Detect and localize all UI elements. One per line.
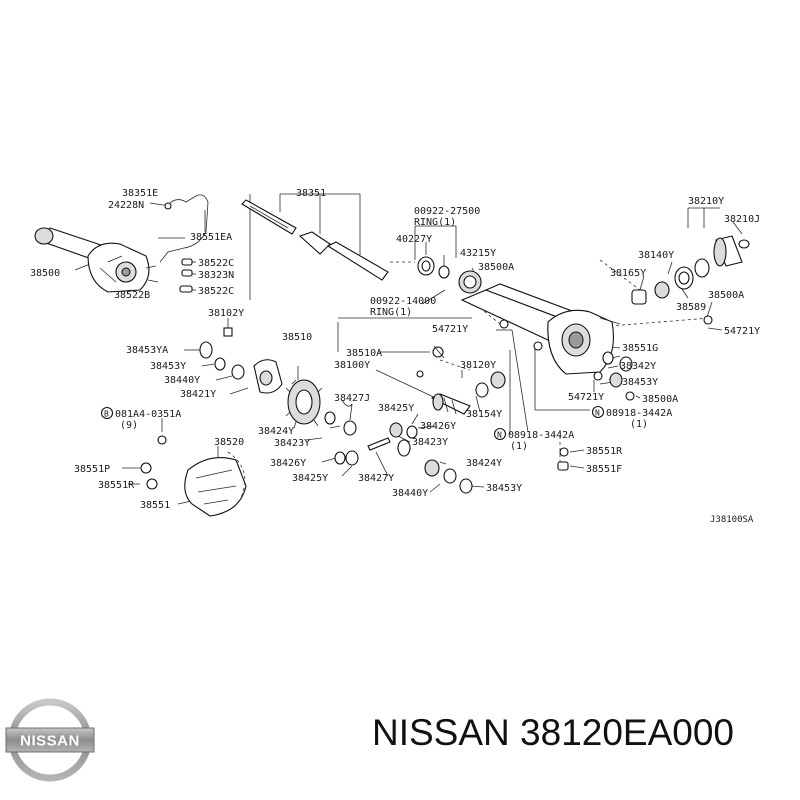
part-label: 38500A (642, 394, 678, 405)
part-label: 38453Y (486, 483, 522, 494)
part-label: 38500A (478, 262, 514, 273)
part-label: 38342Y (620, 361, 656, 372)
breather-tube (159, 194, 209, 263)
part-label: RING(1) (370, 307, 412, 318)
differential-left-parts (199, 327, 283, 394)
part-label: 38522B (114, 290, 150, 301)
part-label: 54721Y (432, 324, 468, 335)
ring-gear (285, 379, 323, 429)
part-labels: 38351E 24228N 38551EA 38522C 38323N 3852… (30, 188, 760, 525)
part-quantity: (9) (120, 420, 138, 431)
part-label: 08918-3442A (508, 430, 574, 441)
part-label: 38520 (214, 437, 244, 448)
part-label: 38210Y (688, 196, 724, 207)
drain-fill-plugs (557, 447, 569, 471)
part-label: RING(1) (414, 217, 456, 228)
part-label: 38425Y (378, 403, 414, 414)
part-label: 38551EA (190, 232, 232, 243)
part-label: 38589 (676, 302, 706, 313)
part-label: 00922-14000 (370, 296, 436, 307)
part-label: 43215Y (460, 248, 496, 259)
part-label: 38165Y (610, 268, 646, 279)
part-label: 38522C (198, 286, 234, 297)
part-label: 38426Y (420, 421, 456, 432)
hose-clips (145, 258, 193, 293)
part-label: 38323N (198, 270, 234, 281)
part-label: 54721Y (568, 392, 604, 403)
part-label: 24228N (108, 200, 144, 211)
part-quantity: (1) (510, 441, 528, 452)
circled-n-letter: N (497, 431, 502, 440)
logo-bar (5, 727, 95, 753)
nissan-logo: NISSAN (5, 698, 95, 782)
circled-n-symbol (493, 427, 507, 441)
part-label: 38551 (140, 500, 170, 511)
part-label: 38154Y (466, 409, 502, 420)
rear-cover (140, 435, 247, 517)
axle-shaft (241, 199, 389, 281)
part-label: 38423Y (412, 437, 448, 448)
part-label: 38421Y (180, 389, 216, 400)
part-label: 38120Y (460, 360, 496, 371)
part-label: 38100Y (334, 360, 370, 371)
circled-b-symbol (100, 406, 114, 420)
part-label: 38426Y (270, 458, 306, 469)
right-axle-housing (460, 283, 621, 375)
part-label: 38510A (346, 348, 382, 359)
part-label: 38440Y (164, 375, 200, 386)
breather-clip (164, 202, 172, 210)
part-label: 38424Y (258, 426, 294, 437)
circled-n-letter: N (595, 409, 600, 418)
part-label: 38551G (622, 343, 658, 354)
part-quantity: (1) (630, 419, 648, 430)
circled-b-letter: B (104, 410, 109, 419)
part-label: 38551R (586, 446, 623, 457)
parts (34, 194, 750, 517)
part-label: 38500 (30, 268, 60, 279)
part-label: 38551R (98, 480, 135, 491)
logo-text: NISSAN (20, 733, 80, 750)
part-number-caption: NISSAN 38120EA000 (372, 712, 735, 753)
right-side-bearings (593, 351, 635, 401)
part-label: 40227Y (396, 234, 432, 245)
pinion-flange (631, 235, 750, 325)
drive-pinion (430, 393, 471, 415)
pinion-bearings (416, 319, 543, 398)
part-label: 38427J (334, 393, 370, 404)
part-label: 08918-3442A (606, 408, 672, 419)
part-label: 38140Y (638, 250, 674, 261)
part-label: 54721Y (724, 326, 760, 337)
part-label: 38423Y (274, 438, 310, 449)
part-label: 38425Y (292, 473, 328, 484)
circled-n-symbol (591, 405, 605, 419)
part-label: 38453Y (150, 361, 186, 372)
drawing-code: J38100SA (710, 515, 754, 525)
part-label: 38440Y (392, 488, 428, 499)
seal-bearing-group-top (417, 256, 482, 294)
part-label: 38453Y (622, 377, 658, 388)
part-label: 38210J (724, 214, 760, 225)
part-label: 38551P (74, 464, 110, 475)
part-label: 38510 (282, 332, 312, 343)
part-label: 38453YA (126, 345, 168, 356)
part-label: 38500A (708, 290, 744, 301)
part-label: 38551F (586, 464, 622, 475)
spider-gears (324, 399, 473, 494)
part-label: 38102Y (208, 308, 244, 319)
part-label: 38351 (296, 188, 326, 199)
part-label: 38424Y (466, 458, 502, 469)
part-label: 081A4-0351A (115, 409, 181, 420)
part-label: 38522C (198, 258, 234, 269)
part-label: 00922-27500 (414, 206, 480, 217)
left-axle-housing (34, 227, 150, 293)
part-label: 38427Y (358, 473, 394, 484)
part-label: 38351E (122, 188, 158, 199)
